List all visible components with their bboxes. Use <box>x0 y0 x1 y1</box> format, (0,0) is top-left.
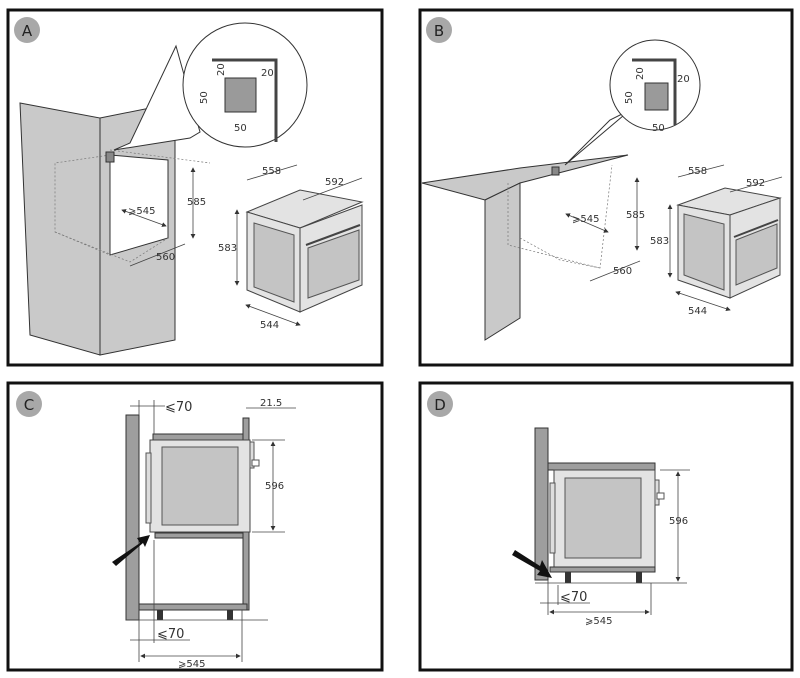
detail-callout: 20 20 50 50 <box>113 22 308 151</box>
dim-height: 596 <box>265 481 284 492</box>
dim-depth: ⩾545 <box>585 616 612 627</box>
panel-b: B ⩾545 585 560 20 20 50 50 <box>418 8 794 367</box>
panel-badge <box>14 17 40 43</box>
svg-text:50: 50 <box>199 91 210 104</box>
dim-niche-depth: ⩾545 <box>128 206 155 217</box>
svg-text:20: 20 <box>635 67 646 80</box>
svg-text:558: 558 <box>262 166 281 177</box>
dim-panel: 21.5 <box>260 398 282 409</box>
svg-text:20: 20 <box>677 74 690 85</box>
svg-text:50: 50 <box>624 91 635 104</box>
panel-label: D <box>434 396 446 414</box>
arrow-icon <box>512 550 552 578</box>
svg-text:544: 544 <box>260 320 279 331</box>
svg-text:592: 592 <box>325 177 344 188</box>
wall <box>125 414 140 621</box>
svg-text:20: 20 <box>216 63 227 76</box>
oven <box>676 187 782 299</box>
svg-text:560: 560 <box>613 266 632 277</box>
svg-text:20: 20 <box>261 68 274 79</box>
svg-text:544: 544 <box>688 306 707 317</box>
vent-cutout <box>105 151 115 163</box>
dim-depth: ⩾545 <box>178 659 205 670</box>
dim-niche-height: 585 <box>187 197 206 208</box>
panel-label: B <box>434 22 444 40</box>
svg-text:585: 585 <box>626 210 645 221</box>
panel-c: C ⩽70 21.5 596 ⩽70 ⩾545 <box>6 381 384 672</box>
detail-callout: 20 20 50 50 <box>564 39 701 166</box>
svg-text:558: 558 <box>688 166 707 177</box>
svg-text:583: 583 <box>218 243 237 254</box>
arrow-icon <box>112 535 150 566</box>
svg-text:583: 583 <box>650 236 669 247</box>
tall-cabinet <box>19 102 211 356</box>
dim-height: 596 <box>669 516 688 527</box>
panel-label: A <box>22 22 33 40</box>
dim-top-gap: ⩽70 <box>165 400 192 415</box>
wall <box>534 427 549 581</box>
dim-niche-width: 560 <box>156 252 175 263</box>
panel-d: D 596 ⩽70 ⩾545 <box>418 381 794 672</box>
dim-gap: ⩽70 <box>560 590 587 605</box>
svg-text:50: 50 <box>234 123 247 134</box>
svg-text:592: 592 <box>746 178 765 189</box>
panel-a: A ⩾545 585 560 20 20 50 50 <box>6 8 384 367</box>
dim-bottom-gap: ⩽70 <box>157 627 184 642</box>
svg-text:50: 50 <box>652 123 665 134</box>
panel-label: C <box>24 396 34 414</box>
svg-text:⩾545: ⩾545 <box>572 214 599 225</box>
oven <box>245 189 364 313</box>
